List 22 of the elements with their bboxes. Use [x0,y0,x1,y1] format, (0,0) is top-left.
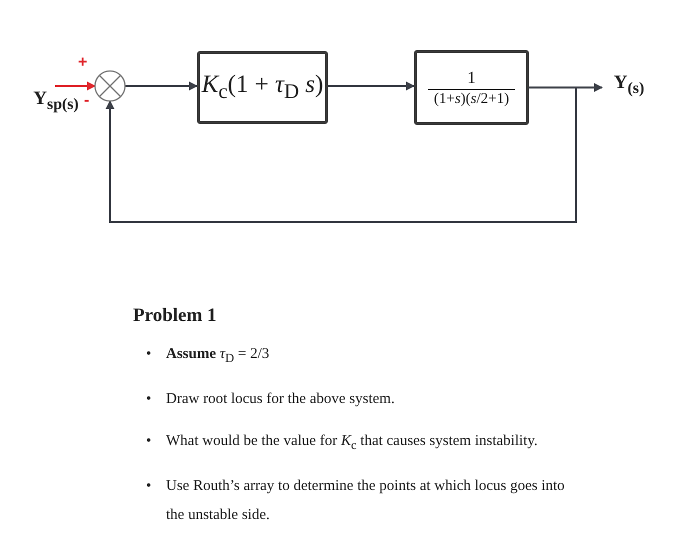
bullet-text: Draw root locus for the above system. [166,390,395,409]
arrow [106,86,577,223]
transfer-function-box [197,51,328,124]
arrow [125,82,198,90]
signal-label: Y$_{(s)}$ [614,72,644,98]
bullet-text: Assume τ$_{D}$ = 2/3 [166,345,270,367]
bullet-text: Use Routh’s array to determine the points at which locus goes into the unstable side. [166,477,566,524]
bullet-marker: • [146,477,152,496]
sign-label: + [78,54,88,72]
signal-label: Y$_{sp(s)}$ [33,88,79,114]
heading: Problem 1 [133,305,217,327]
bullet-marker: • [146,345,152,364]
transfer-function: K$_{c}$(1 + τ$_{D}$ s) [202,71,324,104]
transfer-function-box [414,50,529,125]
bullet-text: What would be the value for K$_{c}$ that causes system instability. [166,432,538,454]
bullet-marker: • [146,390,152,409]
denominator: (1+s)(s/2+1) [428,88,516,108]
arrow [328,82,415,90]
sign-label: - [84,92,90,110]
numerator: 1 [467,68,476,88]
arrow [55,82,96,90]
bullet-marker: • [146,432,152,452]
